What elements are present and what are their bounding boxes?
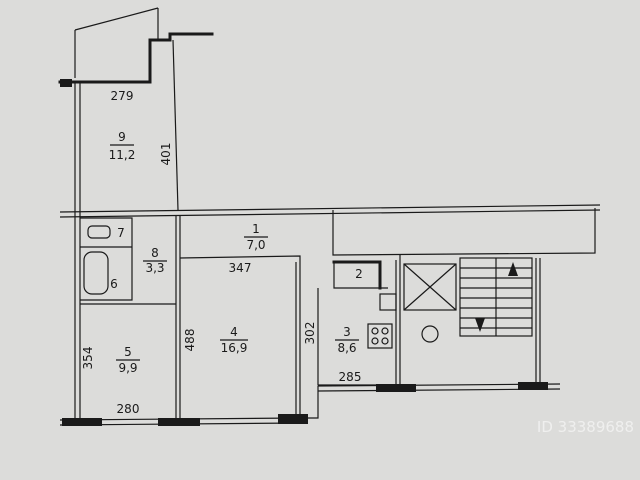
dim-room5-width: 280 bbox=[117, 402, 140, 416]
dimension-labels: 279 401 347 488 354 280 302 285 bbox=[81, 89, 361, 416]
room4-wall bbox=[179, 255, 301, 418]
toilet-icon bbox=[87, 225, 111, 239]
balcony-rail bbox=[74, 7, 159, 31]
room-8-number: 8 bbox=[151, 246, 159, 260]
corridor-wall bbox=[59, 204, 601, 213]
partition-9 bbox=[172, 39, 179, 211]
watermark-text: ID 33389688 bbox=[537, 418, 634, 436]
room-4-number: 4 bbox=[230, 325, 238, 339]
windows bbox=[60, 79, 548, 426]
room-5-number: 5 bbox=[124, 345, 132, 359]
dim-room4-depth: 488 bbox=[183, 329, 197, 352]
elevator-shaft-icon bbox=[403, 263, 457, 311]
window-room4-right bbox=[278, 414, 308, 424]
room-8-area: 3,3 bbox=[145, 261, 164, 275]
dim-room9-depth: 401 bbox=[159, 143, 173, 166]
dim-kitchen-depth: 302 bbox=[303, 322, 317, 345]
dim-room4-width: 347 bbox=[229, 261, 252, 275]
stove-icon bbox=[367, 323, 393, 349]
stair-wall bbox=[332, 208, 596, 256]
sink-icon bbox=[379, 293, 397, 311]
window-balcony bbox=[60, 79, 72, 87]
room-labels: 9 11,2 1 7,0 7 8 3,3 6 2 4 16,9 3 8,6 5 … bbox=[109, 130, 363, 375]
window-room5 bbox=[62, 418, 102, 426]
window-stairs bbox=[518, 382, 548, 390]
column-icon bbox=[421, 325, 439, 343]
window-kitchen bbox=[376, 384, 416, 392]
dim-balcony-width: 279 bbox=[111, 89, 134, 103]
room-7-number: 7 bbox=[117, 226, 125, 240]
dim-kitchen-width: 285 bbox=[339, 370, 362, 384]
room-1-number: 1 bbox=[252, 222, 260, 236]
room-5-area: 9,9 bbox=[118, 361, 137, 375]
room-2-number: 2 bbox=[355, 267, 363, 281]
dim-room5-depth: 354 bbox=[81, 347, 95, 370]
room-4-area: 16,9 bbox=[221, 341, 248, 355]
room-9-number: 9 bbox=[118, 130, 126, 144]
bathtub-icon bbox=[83, 251, 109, 295]
bathroom-block bbox=[80, 217, 133, 301]
room-3-number: 3 bbox=[343, 325, 351, 339]
room-3-area: 8,6 bbox=[337, 341, 356, 355]
staircase-icon bbox=[459, 257, 533, 337]
room-9-area: 11,2 bbox=[109, 148, 136, 162]
fixtures bbox=[83, 225, 533, 349]
room-6-number: 6 bbox=[110, 277, 118, 291]
window-room4-left bbox=[158, 418, 200, 426]
walls bbox=[58, 7, 601, 426]
top-wall bbox=[148, 32, 214, 42]
closet-2-wall bbox=[332, 260, 382, 290]
room-1-area: 7,0 bbox=[246, 238, 265, 252]
